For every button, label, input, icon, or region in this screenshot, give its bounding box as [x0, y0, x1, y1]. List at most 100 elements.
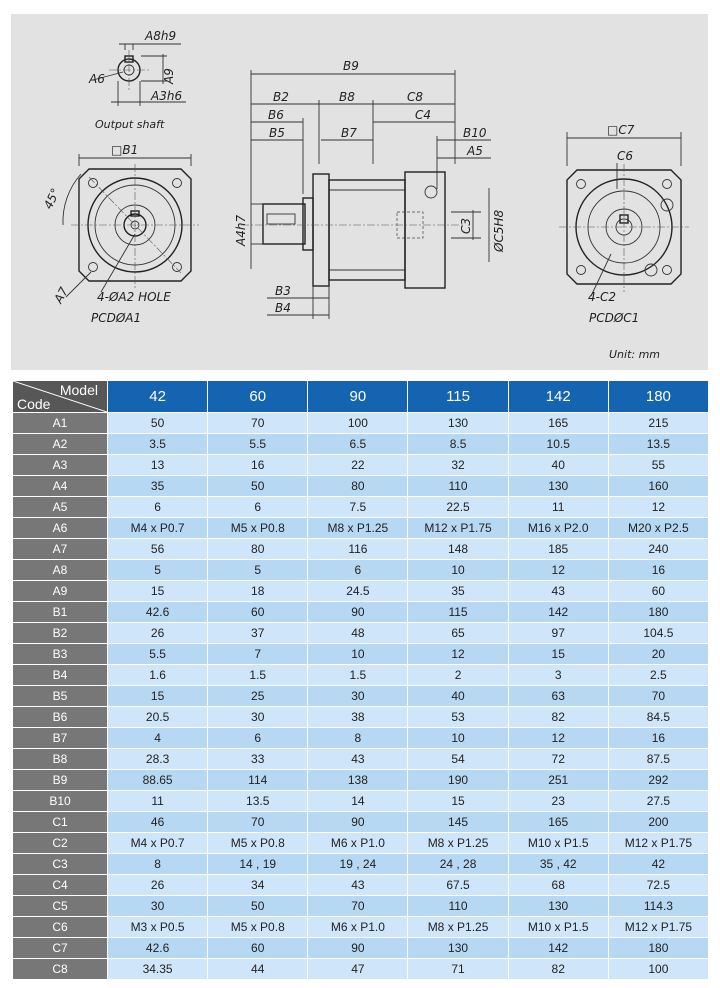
table-cell: M8 x P1.25 [307, 517, 409, 539]
table-cell: 30 [106, 895, 209, 917]
label-b7: B7 [341, 126, 357, 140]
table-cell: 35 , 42 [507, 853, 609, 875]
table-cell: 35 [407, 580, 509, 602]
row-code: B8 [12, 748, 108, 770]
model-header-180: 180 [607, 380, 710, 413]
row-code: A1 [12, 412, 108, 434]
row-code: C4 [12, 874, 108, 896]
row-code: B5 [12, 685, 108, 707]
table-cell: M5 x P0.8 [207, 832, 309, 854]
label-b6: B6 [268, 108, 284, 122]
output-shaft-caption: Output shaft [95, 118, 165, 131]
table-cell: M5 x P0.8 [207, 517, 309, 539]
table-cell: 142 [507, 601, 609, 623]
table-cell: 251 [507, 769, 609, 791]
table-cell: M20 x P2.5 [607, 517, 710, 539]
label-a5: A5 [466, 144, 483, 158]
table-cell: M5 x P0.8 [207, 916, 309, 938]
table-cell: 7 [207, 643, 309, 665]
table-cell: 42.6 [106, 601, 209, 623]
table-cell: 43 [307, 874, 409, 896]
table-cell: 114.3 [607, 895, 710, 917]
table-cell: 16 [607, 559, 710, 581]
row-code: B4 [12, 664, 108, 686]
table-cell: 6 [106, 496, 209, 518]
table-cell: 3 [507, 664, 609, 686]
table-cell: 67.5 [407, 874, 509, 896]
table-cell: 84.5 [607, 706, 710, 728]
label-b3: B3 [275, 284, 291, 298]
table-cell: 14 , 19 [207, 853, 309, 875]
table-cell: 28.3 [106, 748, 209, 770]
table-cell: M4 x P0.7 [106, 517, 209, 539]
row-code: A5 [12, 496, 108, 518]
label-a8: A8h9 [144, 29, 176, 43]
table-cell: M8 x P1.25 [407, 916, 509, 938]
row-code: C3 [12, 853, 108, 875]
model-header-90: 90 [307, 380, 409, 413]
table-cell: 12 [507, 727, 609, 749]
label-c3: C3 [459, 218, 473, 234]
row-code: A7 [12, 538, 108, 560]
table-cell: 63 [507, 685, 609, 707]
table-cell: 6.5 [307, 433, 409, 455]
table-cell: 60 [207, 937, 309, 959]
row-code: B3 [12, 643, 108, 665]
row-code: A9 [12, 580, 108, 602]
row-code: C8 [12, 958, 108, 980]
row-code: C2 [12, 832, 108, 854]
table-cell: 40 [407, 685, 509, 707]
table-cell: 34.35 [106, 958, 209, 980]
side-view: B9 B2 B8 C8 B6 C4 B5 B7 B10 A5 [234, 59, 506, 319]
table-cell: 20 [607, 643, 710, 665]
table-cell: 160 [607, 475, 710, 497]
row-code: A8 [12, 559, 108, 581]
table-cell: 70 [607, 685, 710, 707]
row-code: B10 [12, 790, 108, 812]
table-cell: 138 [307, 769, 409, 791]
table-cell: 22.5 [407, 496, 509, 518]
row-code: A2 [12, 433, 108, 455]
table-cell: 10.5 [507, 433, 609, 455]
row-code: A6 [12, 517, 108, 539]
label-holes: 4-ØA2 HOLE [97, 290, 171, 304]
table-cell: 87.5 [607, 748, 710, 770]
table-cell: 114 [207, 769, 309, 791]
table-cell: 22 [307, 454, 409, 476]
table-cell: 56 [106, 538, 209, 560]
row-code: B1 [12, 601, 108, 623]
table-cell: 90 [307, 601, 409, 623]
label-b5: B5 [269, 126, 285, 140]
table-cell: 11 [507, 496, 609, 518]
table-cell: M16 x P2.0 [507, 517, 609, 539]
label-c2: 4-C2 [588, 290, 616, 304]
table-cell: 165 [507, 412, 609, 434]
label-a3: A3h6 [150, 89, 182, 103]
table-cell: 185 [507, 538, 609, 560]
table-cell: 5 [207, 559, 309, 581]
table-cell: 10 [307, 643, 409, 665]
model-header-60: 60 [207, 380, 309, 413]
label-c7: □C7 [607, 123, 635, 137]
table-cell: 115 [407, 601, 509, 623]
table-cell: 1.5 [307, 664, 409, 686]
table-cell: M10 x P1.5 [507, 832, 609, 854]
table-cell: 53 [407, 706, 509, 728]
table-cell: M12 x P1.75 [607, 832, 710, 854]
table-cell: 33 [207, 748, 309, 770]
label-c4: C4 [415, 108, 431, 122]
table-cell: 180 [607, 601, 710, 623]
table-cell: 165 [507, 811, 609, 833]
table-cell: 71 [407, 958, 509, 980]
table-cell: 4 [106, 727, 209, 749]
technical-drawing: A8h9 A9 A6 A3h6 Output shaft □B1 [11, 14, 708, 370]
table-cell: 14 [307, 790, 409, 812]
